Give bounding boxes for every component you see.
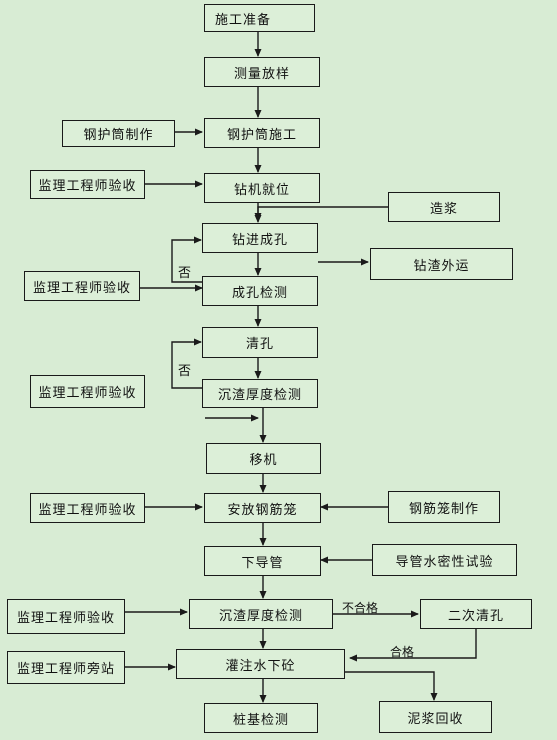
box-move-rig: 移机 — [206, 443, 321, 474]
box-spoil-out: 钻渣外运 — [370, 248, 513, 280]
label-fail: 不合格 — [342, 601, 379, 615]
label-no-2: 否 — [178, 364, 192, 379]
box-hole-check: 成孔检测 — [202, 276, 318, 306]
box-pile-test: 桩基检测 — [204, 703, 318, 733]
box-inspect-3: 监理工程师验收 — [30, 375, 145, 408]
box-casing-work: 钢护筒施工 — [204, 118, 320, 148]
box-rig-position: 钻机就位 — [204, 173, 320, 203]
box-inspect-1: 监理工程师验收 — [30, 170, 145, 199]
box-pour-concrete: 灌注水下砼 — [176, 649, 345, 679]
arrow-slurry-drilling — [254, 206, 388, 221]
box-sediment-check-1: 沉渣厚度检测 — [202, 379, 318, 408]
box-inspect-5: 监理工程师验收 — [7, 599, 125, 634]
box-slurry-recycle: 泥浆回收 — [379, 701, 492, 733]
box-casing-make: 钢护筒制作 — [62, 120, 175, 147]
arrow-pass-pour — [349, 629, 477, 662]
box-place-cage: 安放钢筋笼 — [204, 493, 321, 523]
box-cage-make: 钢筋笼制作 — [388, 491, 500, 523]
box-tremie-test: 导管水密性试验 — [372, 544, 517, 576]
box-cleaning: 清孔 — [202, 327, 318, 358]
box-slurry-make: 造浆 — [388, 192, 500, 222]
arrow-pour-recycle — [345, 671, 438, 701]
label-no-1: 否 — [178, 266, 192, 281]
box-survey: 测量放样 — [204, 57, 320, 87]
box-inspect-4: 监理工程师验收 — [30, 493, 145, 523]
box-tremie: 下导管 — [204, 546, 321, 576]
box-inspect-2: 监理工程师验收 — [24, 271, 140, 301]
loop-no-sediment-cleaning — [171, 338, 202, 389]
box-drilling: 钻进成孔 — [202, 223, 318, 253]
label-pass: 合格 — [390, 645, 415, 659]
box-supervise-onsite: 监理工程师旁站 — [7, 651, 125, 684]
loop-no-holecheck-drilling — [171, 236, 202, 283]
box-prep: 施工准备 — [204, 4, 315, 32]
box-second-cleaning: 二次清孔 — [420, 599, 532, 629]
box-sediment-check-2: 沉渣厚度检测 — [189, 599, 333, 629]
